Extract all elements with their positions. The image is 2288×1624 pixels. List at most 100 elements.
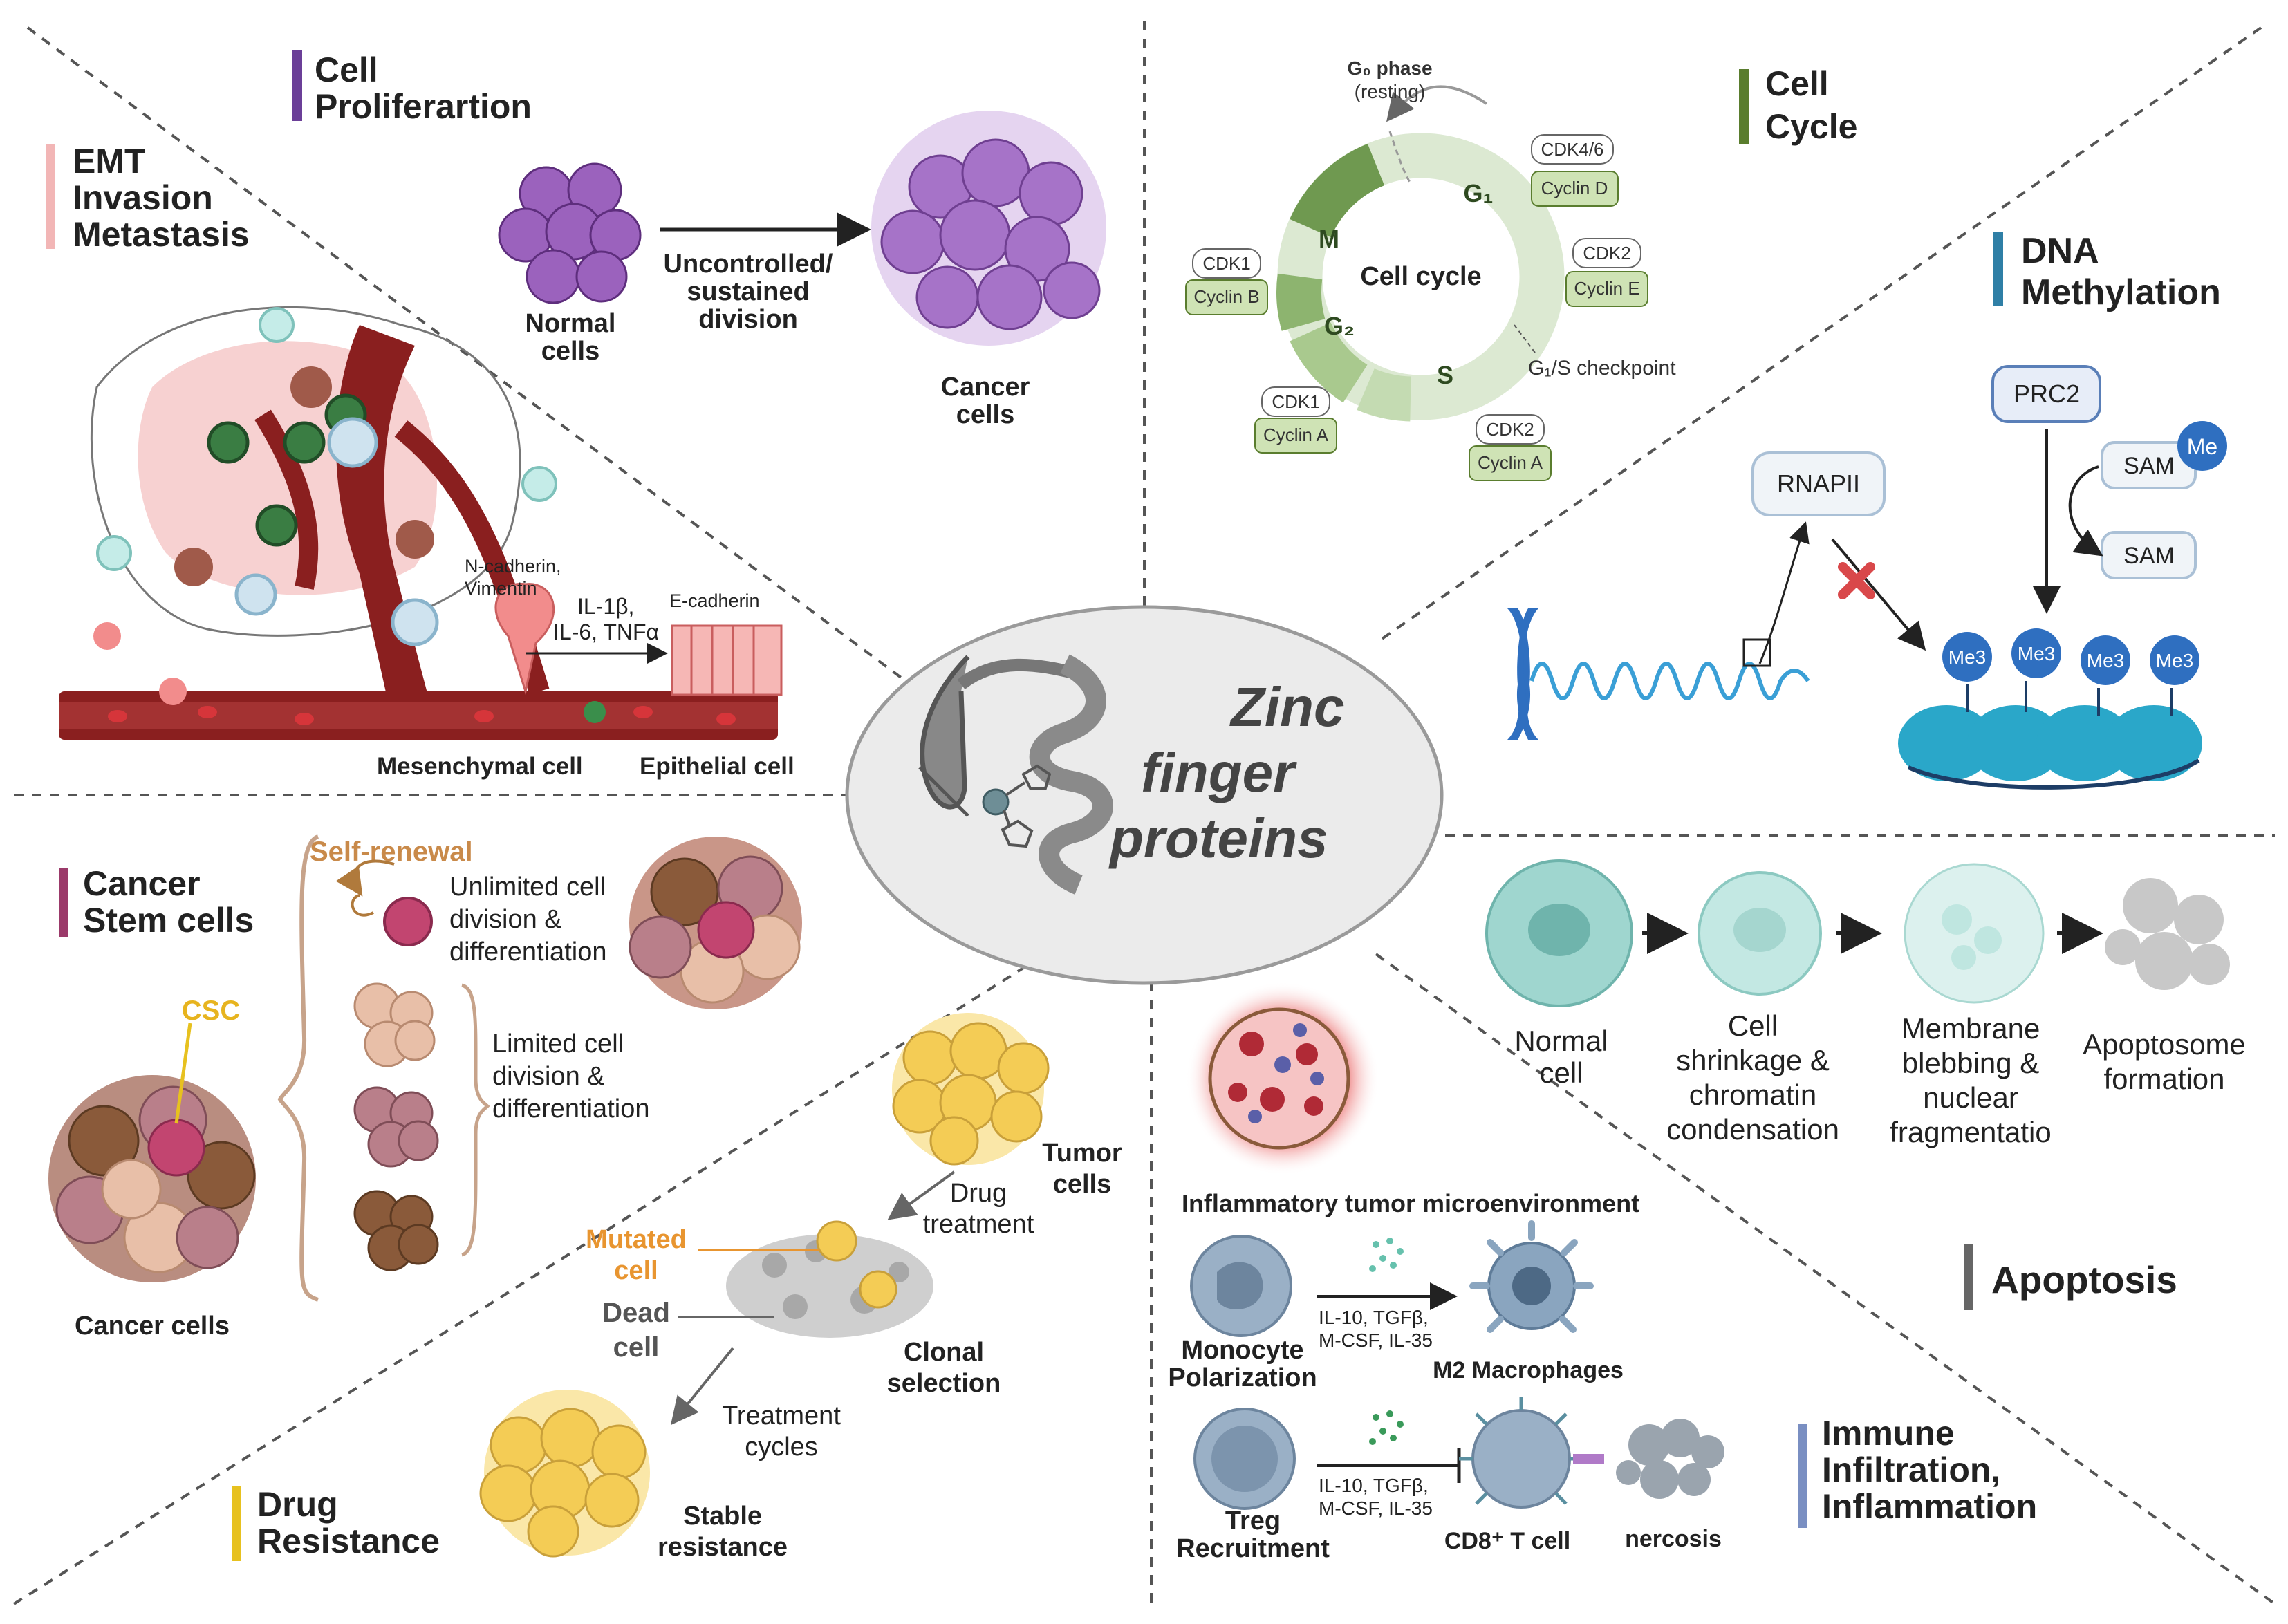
complex-cyclin-b: Cyclin B	[1193, 286, 1259, 307]
cancer-cells-tumor	[48, 1075, 256, 1282]
rnapii-box	[1751, 451, 1886, 516]
drug-resistance-section: Drug Resistance Tumor cells Drug treatme…	[232, 1013, 1122, 1562]
center-ellipse	[845, 605, 1444, 985]
unlimited-label-line3: differentiation	[449, 937, 606, 967]
m2-macrophage-icon	[1469, 1220, 1594, 1333]
stem-cells-heading-line1: Cancer	[83, 864, 201, 903]
monocyte-label-line2: Polarization	[1168, 1363, 1317, 1392]
limited-label-line1: Limited cell	[492, 1029, 624, 1058]
stage2-label-line2: shrinkage &	[1676, 1044, 1830, 1076]
proliferation-section: Cell Proliferartion Normal cells Uncontr…	[292, 50, 1106, 429]
sam-label-bottom: SAM	[2123, 543, 2175, 569]
apoptosis-section: Apoptosis Normal cell Cell shrinkage & c…	[1485, 859, 2246, 1310]
drug-resistance-heading-line1: Drug	[257, 1485, 338, 1524]
cancer-cells-cluster	[871, 111, 1106, 346]
emt-section: EMT Invasion Metastasis	[46, 142, 794, 780]
right-brace	[461, 983, 490, 1257]
immune-heading-line3: Inflammation	[1822, 1487, 2037, 1526]
emt-heading-bar	[46, 144, 55, 249]
g1s-checkpoint-label: G₁/S checkpoint	[1528, 357, 1676, 380]
clonal-label-line1: Clonal	[904, 1338, 984, 1367]
stem-cells-heading-bar	[59, 868, 68, 937]
emt-heading-line3: Metastasis	[73, 215, 250, 254]
left-brace	[277, 834, 319, 1302]
necrosis-icon	[1616, 1419, 1724, 1499]
dead-cells-debris	[726, 1220, 933, 1338]
cell-cycle-ring	[1276, 85, 1565, 422]
normal-cells-label-line2: cells	[541, 337, 600, 366]
apoptosis-stage-cells	[1485, 859, 2230, 1007]
block-x-icon	[1838, 562, 1875, 599]
drug-treatment-label-line1: Drug	[950, 1179, 1007, 1208]
stable-resistance-label-line1: Stable	[683, 1502, 762, 1531]
mutated-label-line2: cell	[614, 1256, 658, 1285]
stage1-label-line2: cell	[1539, 1056, 1583, 1089]
division-label-line2: sustained	[687, 277, 809, 306]
emt-heading-line1: EMT	[73, 142, 146, 180]
stem-cells-heading-line2: Stem cells	[83, 901, 254, 940]
dead-label-line1: Dead	[602, 1298, 670, 1328]
cd8-t-cell-icon	[1459, 1397, 1604, 1509]
drug-resistance-heading-bar	[232, 1486, 241, 1561]
unlimited-label-line1: Unlimited cell	[449, 872, 606, 902]
tumor-with-csc	[629, 837, 802, 1009]
me3-label-1: Me3	[1948, 646, 1986, 668]
m2-macrophages-label: M2 Macrophages	[1433, 1357, 1624, 1383]
dead-label-line2: cell	[613, 1332, 660, 1363]
normal-cells-cluster	[498, 162, 642, 304]
stage1-label-line1: Normal	[1514, 1025, 1608, 1057]
complex-cyclin-a-s: Cyclin A	[1478, 452, 1543, 473]
mutated-label-line1: Mutated	[586, 1225, 687, 1254]
center-panel: Zinc finger proteins	[845, 605, 1444, 985]
necrosis-label: nercosis	[1625, 1526, 1722, 1552]
me3-label-3: Me3	[2087, 650, 2124, 671]
emt-heading-line2: Invasion	[73, 178, 213, 217]
rnapii-label: RNAPII	[1777, 469, 1860, 498]
cell-cycle-heading-line2: Cycle	[1765, 107, 1857, 146]
mesenchymal-cell-label: Mesenchymal cell	[377, 753, 583, 780]
cytokines2-label-line2: M-CSF, IL-35	[1319, 1497, 1433, 1519]
dna-methylation-section: DNA Methylation PRC2 RNAPII SAM Me SAM	[1507, 231, 2227, 790]
treg-label-line1: Treg	[1225, 1506, 1281, 1536]
normal-cells-label-line1: Normal	[526, 309, 616, 338]
division-label-line1: Uncontrolled/	[664, 250, 833, 279]
self-renewal-arrow-return	[351, 894, 374, 917]
dna-methylation-heading-line2: Methylation	[2021, 272, 2221, 312]
tumor-cells-label-line1: Tumor	[1042, 1139, 1122, 1168]
immune-heading-line2: Infiltration,	[1822, 1450, 2000, 1489]
immune-heading-line1: Immune	[1822, 1414, 1955, 1453]
gene-region-box	[1742, 638, 1771, 667]
chromosome-icon	[1507, 608, 1538, 740]
cytokines1-label-line1: IL-10, TGFβ,	[1319, 1307, 1429, 1328]
complex-cyclin-d: Cyclin D	[1541, 178, 1608, 198]
emt-ncadherin-label-line2: Vimentin	[465, 578, 537, 599]
epithelial-cell-label: Epithelial cell	[640, 753, 794, 780]
apoptosis-heading-bar	[1964, 1244, 1973, 1310]
divider-bottom-right	[1375, 953, 2276, 1605]
self-renewal-label: Self-renewal	[310, 837, 473, 867]
cell-cycle-center-label: Cell cycle	[1360, 262, 1481, 291]
cancer-cells-label-line2: cells	[956, 400, 1015, 429]
g0-phase-label: G₀ phase	[1347, 57, 1432, 79]
stem-cells-section: Cancer Stem cells Self-renewal Unlimited…	[48, 834, 802, 1341]
stage3-label-line1: Membrane	[1901, 1012, 2040, 1045]
unlimited-label-line2: division &	[449, 905, 562, 934]
stage2-label-line3: chromatin	[1689, 1079, 1816, 1111]
complex-cdk1-a: CDK1	[1272, 391, 1319, 412]
csc-label: CSC	[182, 996, 240, 1026]
me3-label-2: Me3	[2018, 643, 2055, 664]
nucleosomes	[1898, 628, 2202, 790]
drug-resistance-heading-line2: Resistance	[257, 1522, 440, 1560]
complex-cdk2-a: CDK2	[1486, 419, 1534, 440]
monocyte-label-line1: Monocyte	[1181, 1336, 1303, 1365]
sam-label-top: SAM	[2123, 453, 2175, 479]
phase-g2-label: G₂	[1324, 312, 1355, 340]
complex-cdk46: CDK4/6	[1541, 139, 1603, 160]
phase-g1-label: G₁	[1464, 179, 1494, 207]
stable-resistance-label-line2: resistance	[658, 1533, 788, 1562]
cell-cycle-heading-bar	[1739, 69, 1749, 144]
cytokines1-label-line2: M-CSF, IL-35	[1319, 1329, 1433, 1351]
dna-coil	[1529, 662, 1810, 700]
immune-heading-bar	[1798, 1424, 1807, 1528]
